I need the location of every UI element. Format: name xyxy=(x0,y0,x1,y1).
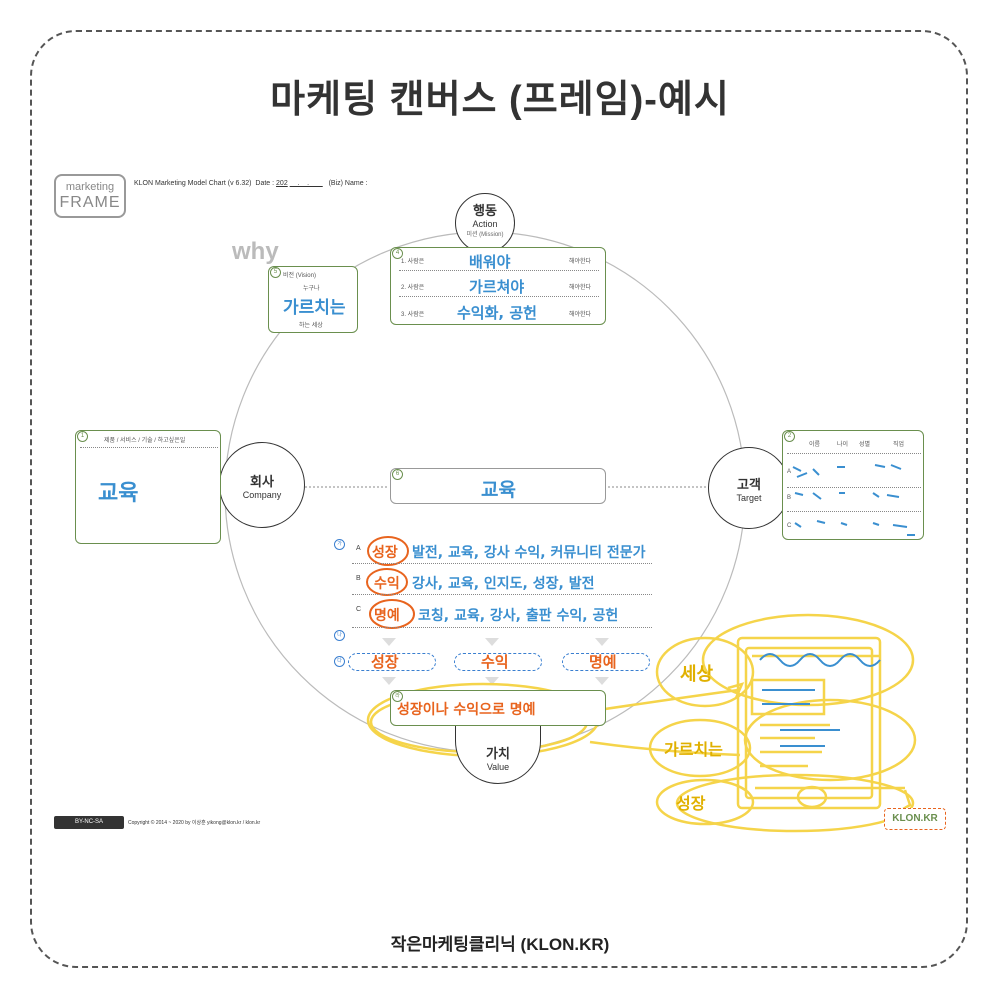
value-circled-a: 성장 xyxy=(372,545,398,561)
value-letter-ra: 라 xyxy=(392,691,403,702)
pill-3: 명예 xyxy=(562,653,650,671)
pill-2-text: 수익 xyxy=(481,653,509,671)
mission-3-pre: 3. 사람은 xyxy=(401,312,425,318)
target-col-4: 직업 xyxy=(893,442,905,448)
mission-3-hand: 수익화, 공헌 xyxy=(457,304,537,322)
value-circled-b: 수익 xyxy=(374,576,400,592)
company-ko: 회사 xyxy=(250,474,274,489)
target-row-a: A xyxy=(787,469,792,475)
mission-num: 4 xyxy=(392,248,403,259)
logo-line2: FRAME xyxy=(59,194,121,211)
mission-2-hand: 가르쳐야 xyxy=(469,278,525,296)
target-col-3: 성별 xyxy=(859,442,871,448)
company-label: 제품 / 서비스 / 기술 / 하고싶은일 xyxy=(104,438,186,444)
vision-bottom: 하는 세상 xyxy=(299,323,323,329)
value-key-c: C xyxy=(356,606,362,613)
vision-top: 누구나 xyxy=(303,286,320,292)
target-col-2: 나이 xyxy=(837,442,849,448)
target-num: 2 xyxy=(784,431,795,442)
center-box: 교육 xyxy=(390,468,606,504)
copyright-text: Copyright © 2014 ~ 2020 by 이상훈 yikong@kl… xyxy=(128,820,261,826)
value-ko: 가치 xyxy=(486,746,510,761)
vision-box: 비전 (Vision) 누구나 가르치는 하는 세상 xyxy=(268,266,358,333)
down-arrows xyxy=(382,638,609,685)
mission-1-pre: 1. 사람은 xyxy=(401,259,425,265)
value-letter-da: 다 xyxy=(334,656,345,667)
value-en: Value xyxy=(486,762,510,772)
value-text-b: 강사, 교육, 인지도, 성장, 발전 xyxy=(412,576,595,592)
why-text: why xyxy=(232,238,279,265)
mission-box: 1. 사람은 배워야 해야한다 2. 사람은 가르쳐야 해야한다 3. 사람은 … xyxy=(390,247,606,325)
value-circled-c: 명예 xyxy=(374,608,400,624)
target-row-c: C xyxy=(787,523,792,529)
target-ko: 고객 xyxy=(737,477,761,492)
circle-myeongye xyxy=(369,599,415,629)
date-value: 202 xyxy=(276,180,288,187)
target-col-1: 이름 xyxy=(809,442,821,448)
value-node: 가치 Value xyxy=(455,718,541,784)
center-hand: 교육 xyxy=(481,479,516,501)
target-en: Target xyxy=(736,493,762,503)
yellow-sketch xyxy=(366,613,917,833)
klon-badge[interactable]: KLON.KR xyxy=(884,808,946,830)
value-key-a: A xyxy=(356,545,361,552)
action-en: Action xyxy=(472,219,498,229)
company-node: 회사 Company xyxy=(219,442,305,528)
company-num: 1 xyxy=(77,431,88,442)
value-key-b: B xyxy=(356,575,361,582)
mission-1-post: 해야한다 xyxy=(569,259,592,265)
marketing-frame-logo: marketing FRAME xyxy=(54,174,126,218)
page-title: 마케팅 캔버스 (프레임)-예시 xyxy=(270,79,730,121)
company-en: Company xyxy=(242,490,282,500)
sketch-label-2: 가르치는 xyxy=(664,740,723,759)
circle-seongjang xyxy=(367,536,409,566)
date-label: Date : xyxy=(255,180,275,187)
center-num: 6 xyxy=(392,469,403,480)
value-text-c: 코칭, 교육, 강사, 출판 수익, 공헌 xyxy=(418,608,619,624)
chart-header: KLON Marketing Model Chart (v 6.32) Date… xyxy=(134,180,368,187)
value-letter-na: 나 xyxy=(334,630,345,641)
action-ko: 행동 xyxy=(473,203,497,218)
company-box: 제품 / 서비스 / 기술 / 하고싶은일 교육 xyxy=(75,430,221,544)
target-scribbles xyxy=(792,464,915,536)
mission-2-post: 해야한다 xyxy=(569,285,592,291)
value-box-hand: 성장이나 수익으로 명예 xyxy=(397,702,536,718)
vision-hand: 가르치는 xyxy=(283,298,346,318)
biz-name-label: (Biz) Name : xyxy=(328,180,368,187)
mission-1-hand: 배워야 xyxy=(469,253,511,271)
footer-text: 작은마케팅클리닉 (KLON.KR) xyxy=(390,935,610,954)
pill-1: 성장 xyxy=(348,653,436,671)
mission-2-pre: 2. 사람은 xyxy=(401,285,425,291)
action-node: 행동 Action 미션 (Mission) xyxy=(455,193,515,253)
pill-1-text: 성장 xyxy=(371,653,399,671)
circle-suik xyxy=(366,568,408,596)
pill-3-text: 명예 xyxy=(589,653,617,671)
dashed-frame xyxy=(30,30,968,968)
value-box: 성장이나 수익으로 명예 xyxy=(390,690,606,726)
vision-label: 비전 (Vision) xyxy=(283,273,316,279)
target-box: 이름 나이 성별 직업 A B C xyxy=(782,430,924,540)
target-node: 고객 Target xyxy=(708,447,790,529)
mission-3-post: 해야한다 xyxy=(569,312,592,318)
pill-2: 수익 xyxy=(454,653,542,671)
vision-num: 5 xyxy=(270,267,281,278)
sketch-label-3: 성장 xyxy=(676,794,706,813)
company-hand: 교육 xyxy=(98,481,139,506)
chart-version: KLON Marketing Model Chart (v 6.32) xyxy=(134,180,252,187)
logo-line1: marketing xyxy=(65,181,115,193)
value-text-a: 발전, 교육, 강사 수익, 커뮤니티 전문가 xyxy=(412,545,646,561)
blue-sketch xyxy=(759,653,881,747)
value-letter-ga: 가 xyxy=(334,539,345,550)
cc-license-badge: BY-NC-SA xyxy=(54,816,124,829)
action-sub: 미션 (Mission) xyxy=(466,232,504,238)
target-row-b: B xyxy=(787,495,792,501)
sketch-label-1: 세상 xyxy=(680,664,714,685)
